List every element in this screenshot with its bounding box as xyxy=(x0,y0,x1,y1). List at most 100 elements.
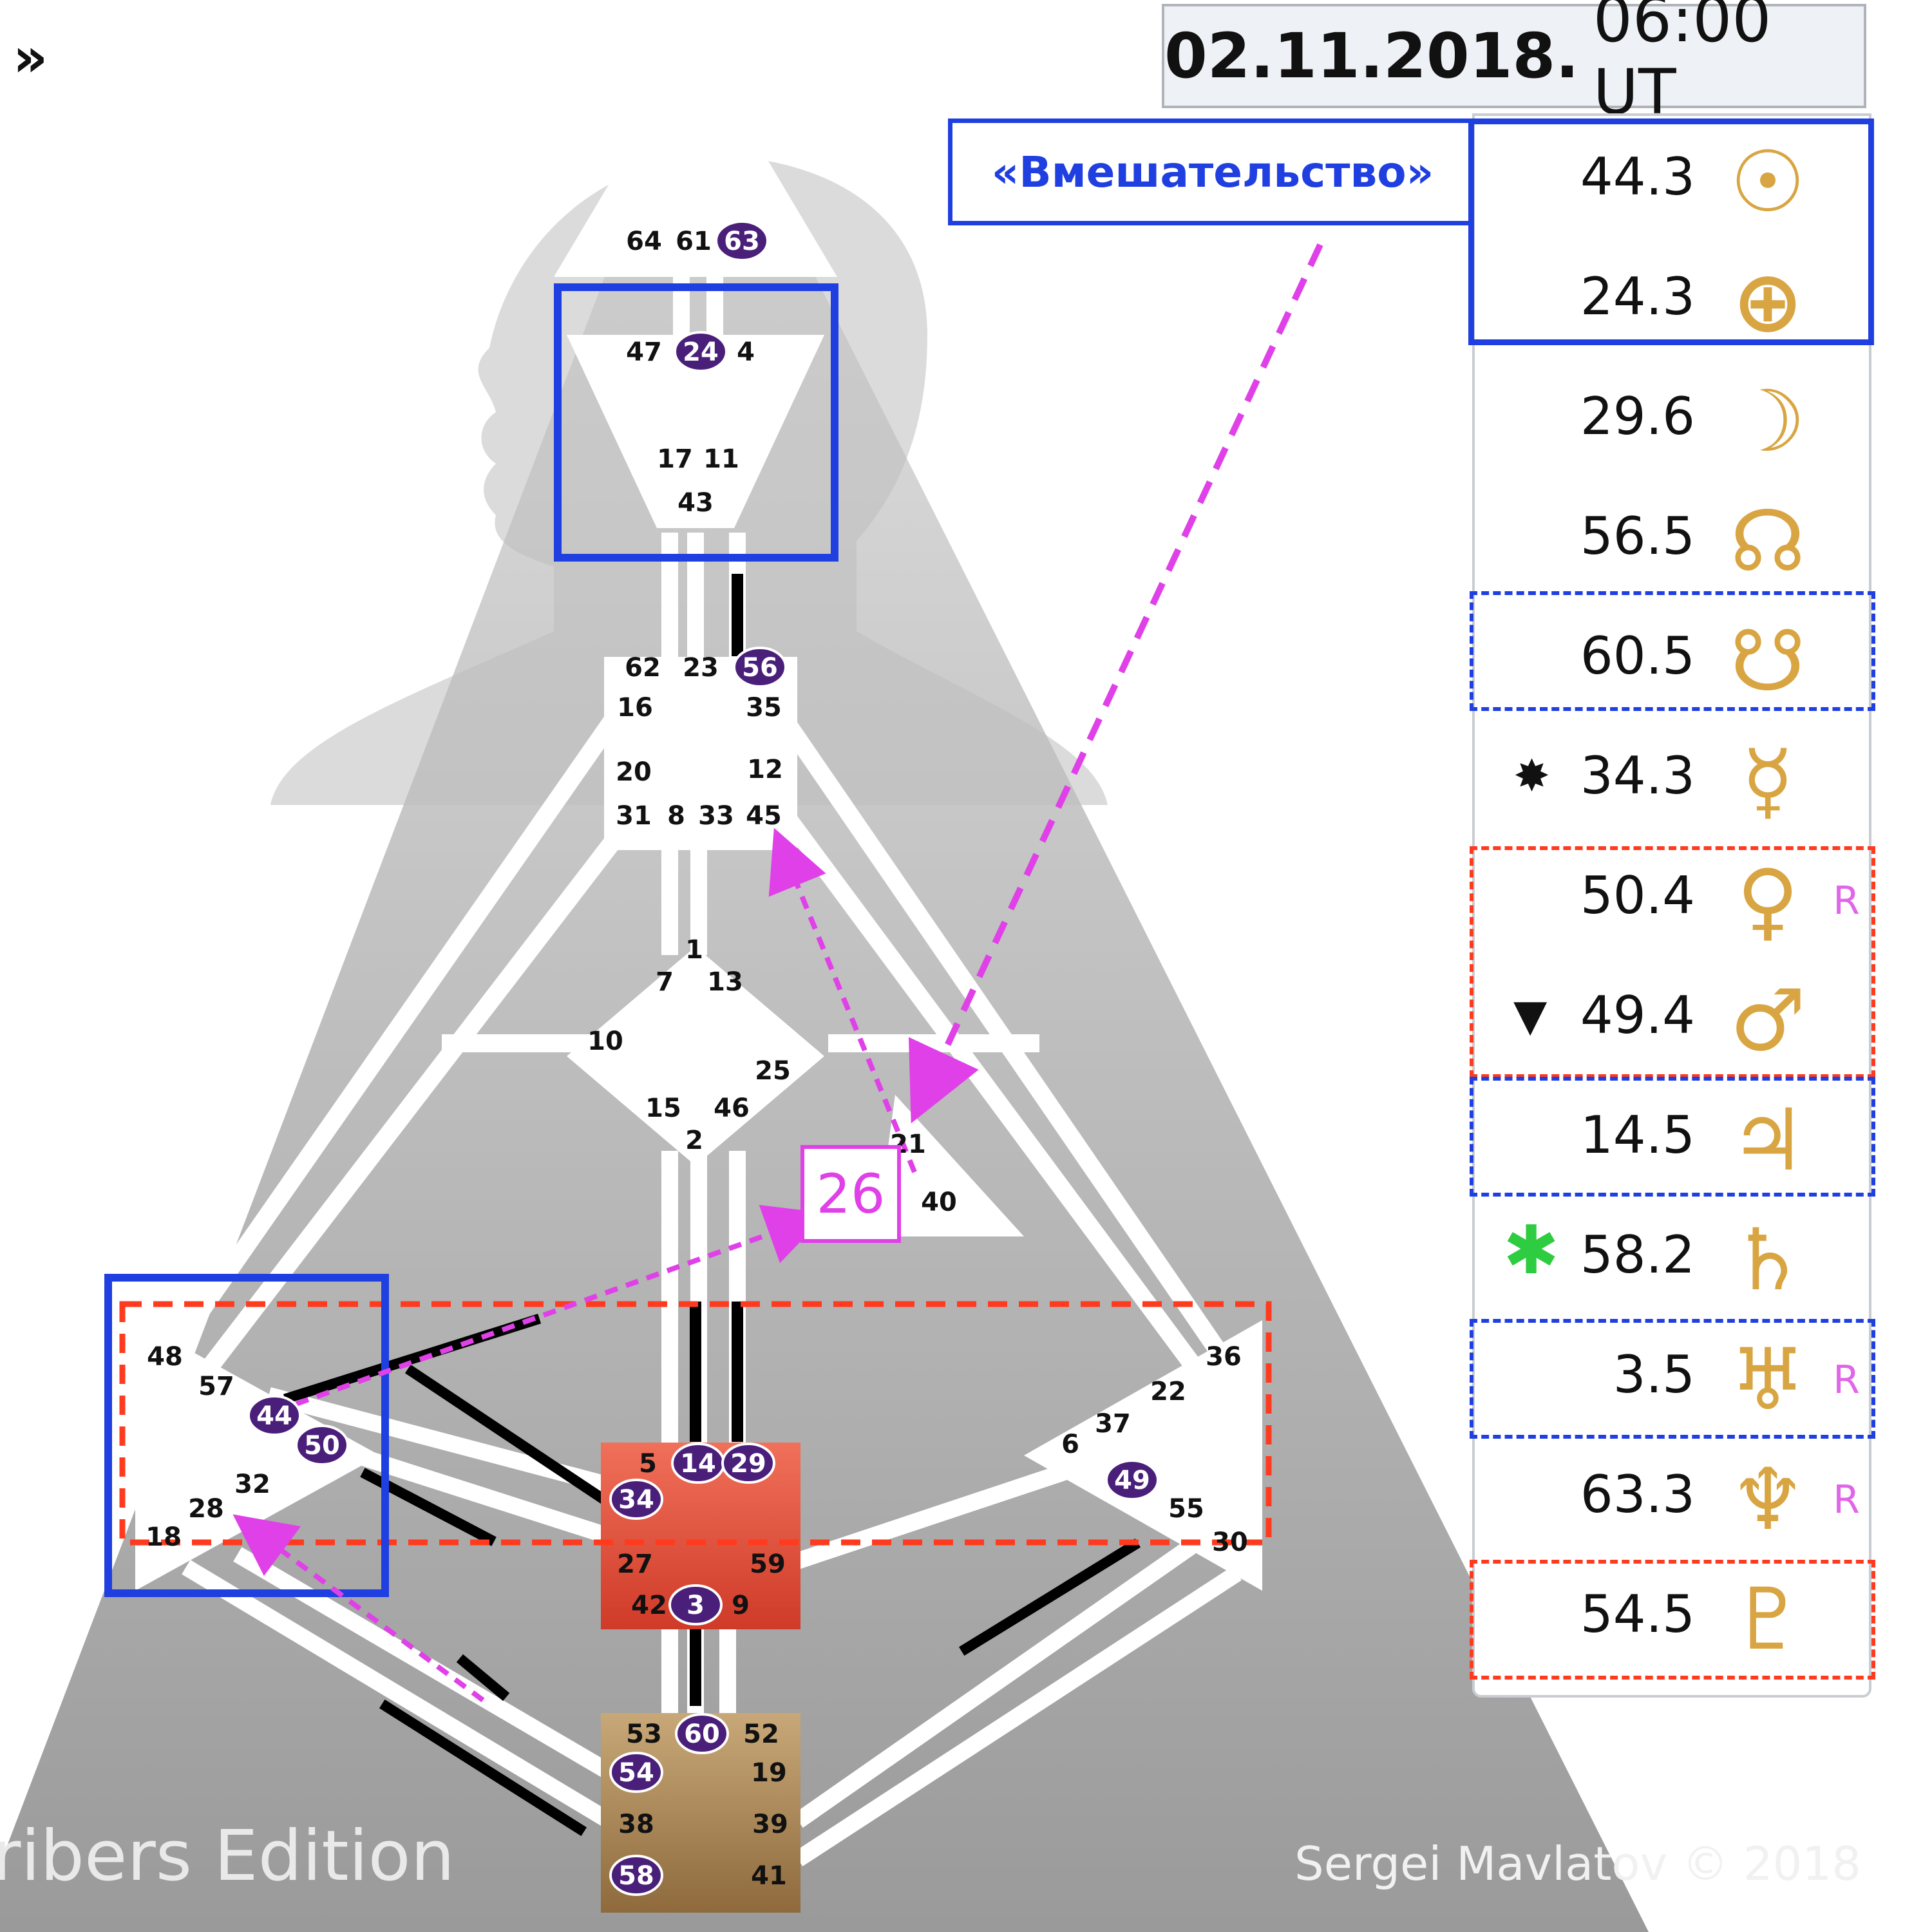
gate-activation-badge xyxy=(295,1425,349,1466)
planet-row: ✸34.3☿ xyxy=(1475,720,1869,840)
head-blue-frame xyxy=(554,283,838,562)
venus-icon: ♀ xyxy=(1736,851,1799,951)
planet-row: 3.5 ♅ R xyxy=(1475,1319,1869,1439)
gate-15-label: 15 xyxy=(645,1094,681,1123)
gate-3-label: 3 xyxy=(687,1591,705,1620)
gate-32-label: 32 xyxy=(234,1470,270,1499)
gate-62-label: 62 xyxy=(625,653,661,683)
gate-47-label: 47 xyxy=(626,337,662,367)
gate-35-label: 35 xyxy=(746,693,782,723)
earth-icon: ⊕ xyxy=(1732,252,1804,352)
planet-value: 50.4 xyxy=(1580,866,1695,925)
planet-row: 56.5☊ xyxy=(1475,480,1869,600)
gate-61-label: 61 xyxy=(676,227,712,256)
gate-16-label: 16 xyxy=(617,693,653,723)
gate-activation-badge xyxy=(1105,1459,1159,1501)
planet-row: 63.3♆R xyxy=(1475,1439,1869,1558)
planet-row: 54.5 ♇ xyxy=(1475,1558,1869,1678)
gate-50-label: 50 xyxy=(304,1431,340,1461)
planet-value: 3.5 xyxy=(1613,1345,1695,1405)
gate-45-label: 45 xyxy=(746,801,782,831)
planet-row: ▼ 49.4 ♂ xyxy=(1475,960,1869,1079)
gate-23-label: 23 xyxy=(683,653,719,683)
gate-22-label: 22 xyxy=(1150,1377,1186,1406)
gate-activation-badge xyxy=(675,1713,729,1754)
planet-row: 14.5 ♃ xyxy=(1475,1079,1869,1199)
planet-value: 60.5 xyxy=(1580,626,1695,686)
gate-activation-badge xyxy=(721,1443,775,1484)
gate-63-label: 63 xyxy=(724,227,760,256)
planet-value: 49.4 xyxy=(1580,985,1695,1045)
pluto-icon: ♇ xyxy=(1729,1570,1806,1669)
gate-36-label: 36 xyxy=(1206,1342,1242,1372)
gate-48-label: 48 xyxy=(147,1342,183,1372)
gate-60-label: 60 xyxy=(684,1719,720,1749)
gate-activation-badge xyxy=(733,647,787,688)
gate-25-label: 25 xyxy=(755,1056,791,1086)
gate-activation-badge xyxy=(668,1584,723,1625)
gate-37-label: 37 xyxy=(1095,1409,1131,1439)
gate-41-label: 41 xyxy=(751,1861,787,1891)
gate-activation-badge xyxy=(609,1855,663,1896)
sun-icon: ☉ xyxy=(1729,133,1806,232)
gate-6-label: 6 xyxy=(1061,1430,1079,1459)
solar-plexus-center xyxy=(1024,1320,1262,1591)
planet-row: 29.6☽ xyxy=(1475,361,1869,480)
date-banner: 02.11.2018. 06:00 UT xyxy=(1162,0,1866,128)
gate-4-label: 4 xyxy=(737,337,755,367)
mercury-icon: ☿ xyxy=(1741,732,1794,831)
ajna-center xyxy=(567,335,824,528)
gate-49-label: 49 xyxy=(1114,1466,1150,1495)
head-center xyxy=(554,39,837,277)
planet-value: 56.5 xyxy=(1580,506,1695,566)
jupiter-frame xyxy=(1470,1077,1875,1197)
gate-58-label: 58 xyxy=(618,1861,654,1891)
arrow-to-heart xyxy=(908,243,1323,1124)
retrograde-marker: R xyxy=(1833,1358,1860,1403)
gate-activation-badge xyxy=(247,1395,301,1436)
gate-39-label: 39 xyxy=(752,1810,788,1839)
planet-value: 14.5 xyxy=(1580,1105,1695,1165)
gate-64-label: 64 xyxy=(626,227,662,256)
gate-10-label: 10 xyxy=(587,1027,623,1056)
arrow-from-44 xyxy=(295,1205,828,1406)
corner-mark: » xyxy=(13,26,48,89)
gate-20-label: 20 xyxy=(616,757,652,787)
planet-row: ✱58.2♄ xyxy=(1475,1199,1869,1319)
gate-31-label: 31 xyxy=(616,801,652,831)
gate-28-label: 28 xyxy=(188,1494,224,1524)
spleen-red-frame xyxy=(119,1301,1272,1546)
throat-center xyxy=(604,657,797,850)
date-text: 02.11.2018. xyxy=(1164,20,1579,92)
arrow-to-28 xyxy=(232,1514,485,1703)
planet-value: 54.5 xyxy=(1580,1584,1695,1644)
uranus-icon: ♅ xyxy=(1729,1331,1806,1430)
gate-8-label: 8 xyxy=(667,801,685,831)
copyright-text: Sergei Mavlatov © 2018 xyxy=(1294,1837,1862,1891)
pluto-frame xyxy=(1470,1560,1875,1680)
planet-value: 63.3 xyxy=(1580,1464,1695,1524)
planet-row: 60.5 ☋ xyxy=(1475,600,1869,720)
gate-17-label: 17 xyxy=(657,444,693,474)
gate-12-label: 12 xyxy=(747,755,783,784)
gate-44-label: 44 xyxy=(256,1401,292,1431)
south-node-icon: ☋ xyxy=(1730,612,1806,711)
jupiter-icon: ♃ xyxy=(1729,1091,1806,1190)
retrograde-marker: R xyxy=(1833,878,1860,923)
gate-40-label: 40 xyxy=(921,1188,957,1217)
gate-38-label: 38 xyxy=(618,1810,654,1839)
time-text: 06:00 UT xyxy=(1593,0,1772,128)
transit-label: «Вмешательство» xyxy=(948,118,1477,225)
gate-13-label: 13 xyxy=(707,967,743,997)
planet-value: 44.3 xyxy=(1580,147,1695,207)
planet-value: 58.2 xyxy=(1580,1225,1695,1285)
g-center xyxy=(567,947,824,1166)
mars-icon: ♂ xyxy=(1729,971,1806,1070)
gate-9-label: 9 xyxy=(732,1591,750,1620)
gate-1-label: 1 xyxy=(685,935,703,965)
heart-center xyxy=(876,1095,1024,1236)
planet-value: 34.3 xyxy=(1580,746,1695,806)
gate-27-label: 27 xyxy=(617,1549,653,1579)
planet-marker: ▼ xyxy=(1513,990,1548,1041)
gate-5-label: 5 xyxy=(639,1449,657,1479)
